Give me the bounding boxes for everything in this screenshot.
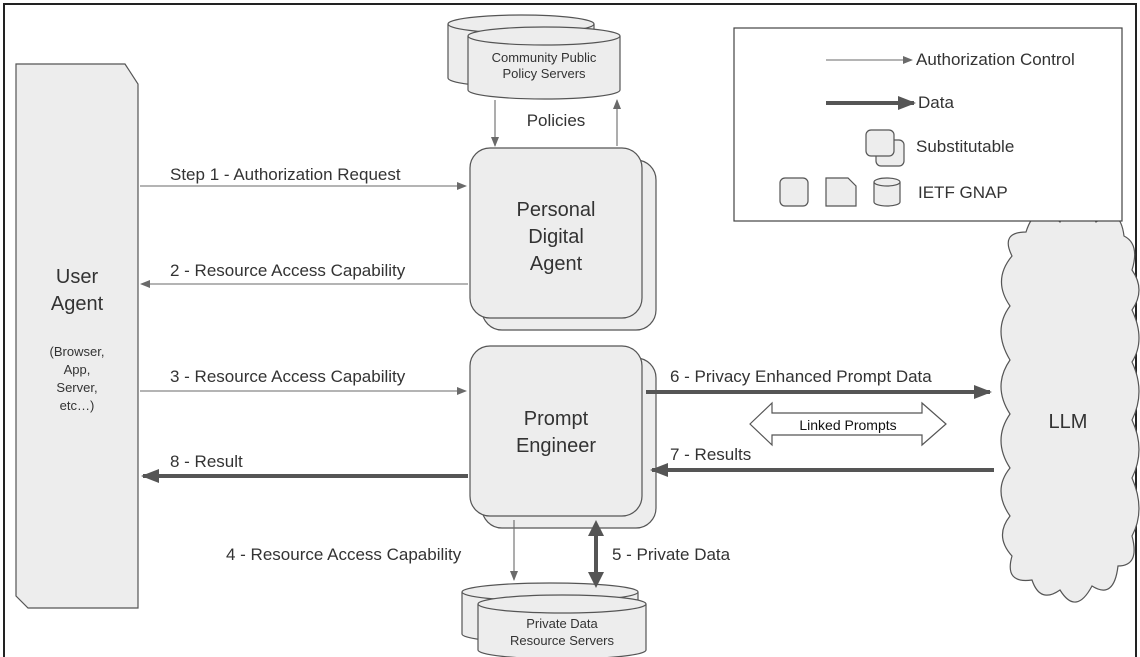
step5-arrowhead-up (588, 520, 604, 536)
user-agent-note-2: App, (64, 362, 91, 377)
private-servers-label-1: Private Data (526, 616, 598, 631)
pda-label-3: Agent (530, 253, 583, 275)
legend-substitutable-label: Substitutable (916, 137, 1014, 156)
legend-data-label: Data (918, 93, 954, 112)
step1-label: Step 1 - Authorization Request (170, 165, 401, 184)
step7-label: 7 - Results (670, 445, 751, 464)
step6-label: 6 - Privacy Enhanced Prompt Data (670, 367, 932, 386)
step8-label: 8 - Result (170, 452, 243, 471)
private-servers-cylinder: Private Data Resource Servers (461, 582, 647, 657)
legend-gnap-label: IETF GNAP (918, 183, 1008, 202)
user-agent-title-2: Agent (51, 293, 104, 315)
user-agent-box: User Agent (Browser, App, Server, etc…) (15, 63, 139, 609)
policy-servers-label-1: Community Public (492, 50, 597, 65)
legend-box: Authorization Control Data Substitutable… (733, 27, 1123, 222)
step3-label: 3 - Resource Access Capability (170, 367, 406, 386)
user-agent-title-1: User (56, 266, 99, 288)
step4-label: 4 - Resource Access Capability (226, 545, 462, 564)
user-agent-note-4: etc…) (60, 398, 95, 413)
llm-label: LLM (1049, 411, 1088, 433)
step5-arrowhead-down (588, 572, 604, 588)
private-servers-label-2: Resource Servers (510, 633, 615, 648)
step2-label: 2 - Resource Access Capability (170, 261, 406, 280)
legend-gnap-rounded-square-icon (779, 177, 809, 207)
policies-label: Policies (527, 111, 586, 130)
policy-servers-cylinder: Community Public Policy Servers (447, 14, 621, 100)
user-agent-note-3: Server, (56, 380, 97, 395)
llm-cloud: LLM (1000, 206, 1140, 603)
linked-prompts-arrow: Linked Prompts (749, 401, 947, 447)
prompt-engineer-box: Prompt Engineer (469, 345, 657, 529)
linked-prompts-label: Linked Prompts (799, 417, 896, 433)
user-agent-note-1: (Browser, (50, 344, 105, 359)
personal-digital-agent-box: Personal Digital Agent (469, 147, 657, 331)
legend-substitutable-icon (865, 129, 905, 167)
pda-label-2: Digital (528, 226, 584, 248)
policy-servers-label-2: Policy Servers (502, 66, 586, 81)
legend-gnap-cut-square-icon (825, 177, 857, 207)
legend-authorization-label: Authorization Control (916, 50, 1075, 69)
prompt-engineer-label-2: Engineer (516, 435, 596, 457)
prompt-engineer-label-1: Prompt (524, 408, 589, 430)
pda-label-1: Personal (517, 199, 596, 221)
legend-gnap-cylinder-icon (873, 177, 901, 207)
step5-label: 5 - Private Data (612, 545, 731, 564)
